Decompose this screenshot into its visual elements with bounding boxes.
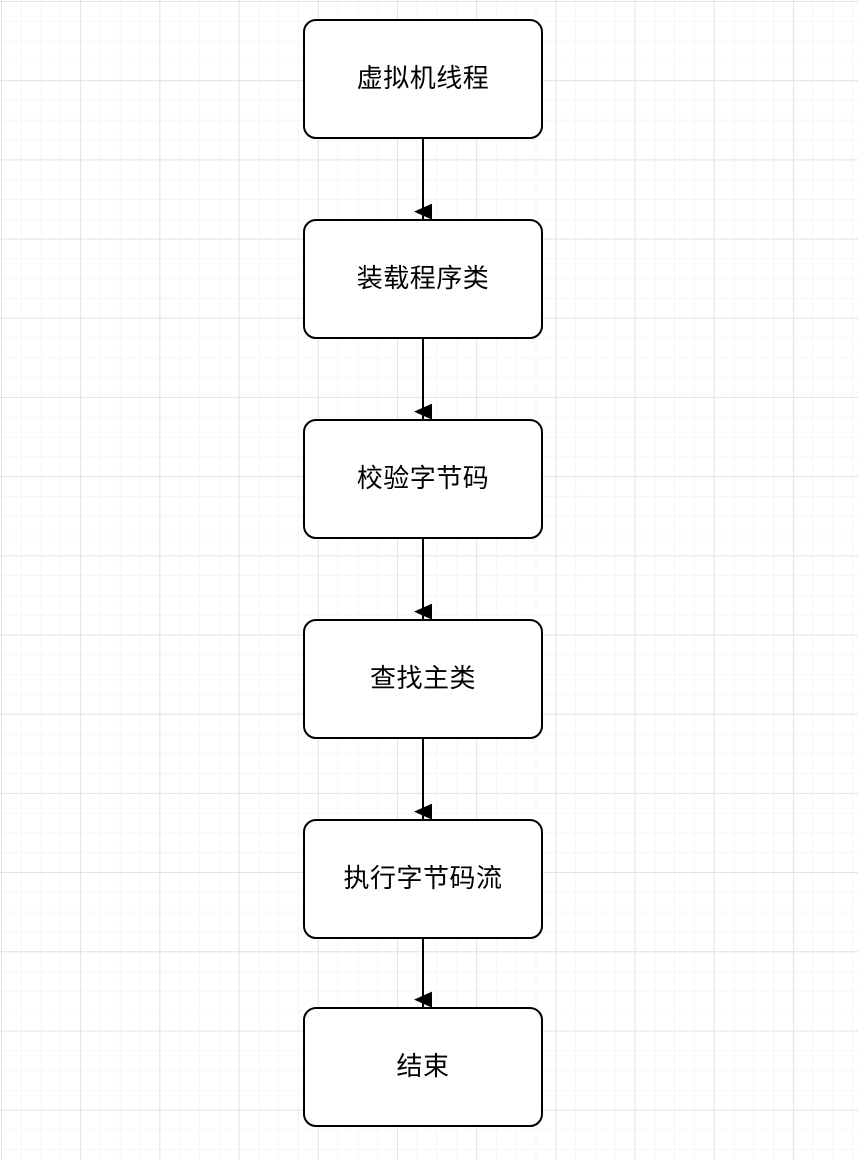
flow-node-label: 执行字节码流 [343, 863, 503, 894]
flow-node-end[interactable]: 结束 [303, 1007, 543, 1127]
flow-node-verify-bytecode[interactable]: 校验字节码 [303, 419, 543, 539]
flow-node-label: 装载程序类 [356, 263, 490, 294]
flow-node-label: 校验字节码 [356, 463, 490, 494]
flow-node-label: 查找主类 [369, 663, 476, 694]
flow-node-find-main-class[interactable]: 查找主类 [303, 619, 543, 739]
flow-node-execute-bytecode-stream[interactable]: 执行字节码流 [303, 819, 543, 939]
flow-node-label: 虚拟机线程 [356, 63, 490, 94]
flow-node-load-program-class[interactable]: 装载程序类 [303, 219, 543, 339]
flow-node-label: 结束 [396, 1051, 450, 1082]
flow-node-vm-thread[interactable]: 虚拟机线程 [303, 19, 543, 139]
